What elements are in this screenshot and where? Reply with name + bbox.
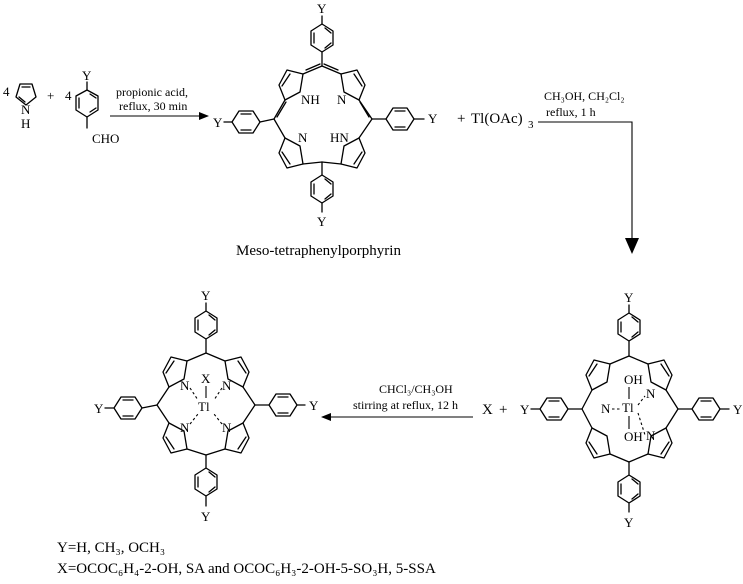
porphyrin-y-bottom: Y: [317, 214, 327, 229]
product-n-bottom-right: N: [222, 420, 232, 435]
porphyrin-y-top: Y: [317, 1, 327, 16]
ligand-x: X: [482, 402, 493, 418]
step3-arrow: CHCl₃/CH₃OH stirring at reflux, 12 h: [321, 382, 473, 421]
step1-condition-2: reflux, 30 min: [119, 99, 187, 113]
aldehyde-coefficient: 4: [65, 88, 72, 103]
porphyrin-name: Meso-tetraphenylporphyrin: [236, 243, 401, 259]
step2-condition-2: reflux, 1 h: [546, 105, 596, 119]
porphyrin-hn: HN: [330, 130, 349, 145]
pyrrole-n-label: N: [21, 102, 31, 117]
step2-arrowhead: [625, 238, 639, 254]
tloh-n-bottom-right: N: [646, 428, 656, 443]
aldehyde-reactant: 4 Y CHO: [65, 68, 119, 146]
product-y-bottom: Y: [201, 509, 211, 524]
footnote-x-definition: X=OCOC₆H₄-2-OH, SA and OCOC₆H₃-2-OH-5-SO…: [57, 561, 436, 577]
step1-arrow: propionic acid, reflux, 30 min: [110, 85, 209, 120]
thallium-dihydroxy-porphyrin: Y Y Y Y N N N Tl OH OH: [520, 290, 743, 530]
product-tl: Tl: [198, 399, 210, 414]
product-n-top-left: N: [180, 378, 190, 393]
step2-arrow: CH₃OH, CH₂Cl₂ reflux, 1 h: [538, 89, 639, 254]
tloh-tl: Tl: [622, 400, 634, 415]
aldehyde-cho-label: CHO: [92, 131, 119, 146]
pyrrole-ring: [15, 83, 37, 106]
porphyrin-y-right: Y: [428, 111, 438, 126]
plus-sign-3: +: [499, 402, 507, 418]
product-y-right: Y: [309, 398, 319, 413]
porphyrin-macrocycle: [273, 65, 373, 169]
pyrrole-reactant: 4 N H +: [3, 83, 54, 131]
pyrrole-h-label: H: [21, 116, 30, 131]
product-n-top-right: N: [222, 378, 232, 393]
pyrrole-coefficient: 4: [3, 84, 10, 99]
tl-oac-label: Tl(OAc): [471, 111, 523, 127]
product-x: X: [201, 371, 211, 386]
aldehyde-y-label: Y: [82, 68, 92, 83]
product-y-top: Y: [201, 288, 211, 303]
tloh-y-top: Y: [624, 290, 634, 305]
product-y-left: Y: [94, 401, 104, 416]
tloh-y-bottom: Y: [624, 515, 634, 530]
tloh-oh-top: OH: [624, 372, 643, 387]
step3-condition-2: stirring at reflux, 12 h: [353, 398, 458, 412]
free-base-porphyrin: Y Y Y Y NH N N HN Meso-tetraphenylporphy…: [213, 1, 438, 259]
porphyrin-n-2: N: [298, 130, 308, 145]
thallium-acetate-reagent: + Tl(OAc) 3: [457, 111, 534, 131]
tloh-n-top-right: N: [646, 386, 656, 401]
porphyrin-y-left: Y: [213, 115, 223, 130]
porphyrin-nh: NH: [301, 92, 320, 107]
tl-oac-subscript: 3: [528, 119, 534, 131]
plus-sign-2: +: [457, 111, 465, 127]
step2-condition-1: CH₃OH, CH₂Cl₂: [544, 89, 625, 103]
step1-condition-1: propionic acid,: [116, 85, 188, 99]
step3-condition-1: CHCl₃/CH₃OH: [379, 382, 453, 396]
porphyrin-n-1: N: [337, 92, 347, 107]
ligand-reagent: X +: [482, 402, 507, 418]
tloh-n-left: N: [601, 401, 611, 416]
tloh-oh-bottom: OH: [624, 429, 643, 444]
footnote-y-definition: Y=H, CH₃, OCH₃: [57, 540, 165, 556]
product-n-bottom-left: N: [180, 420, 190, 435]
plus-sign-1: +: [47, 88, 54, 103]
tloh-y-left: Y: [520, 402, 530, 417]
thallium-porphyrin-product: Y Y Y Y N N N N X Tl: [94, 288, 319, 524]
tloh-y-right: Y: [733, 402, 743, 417]
